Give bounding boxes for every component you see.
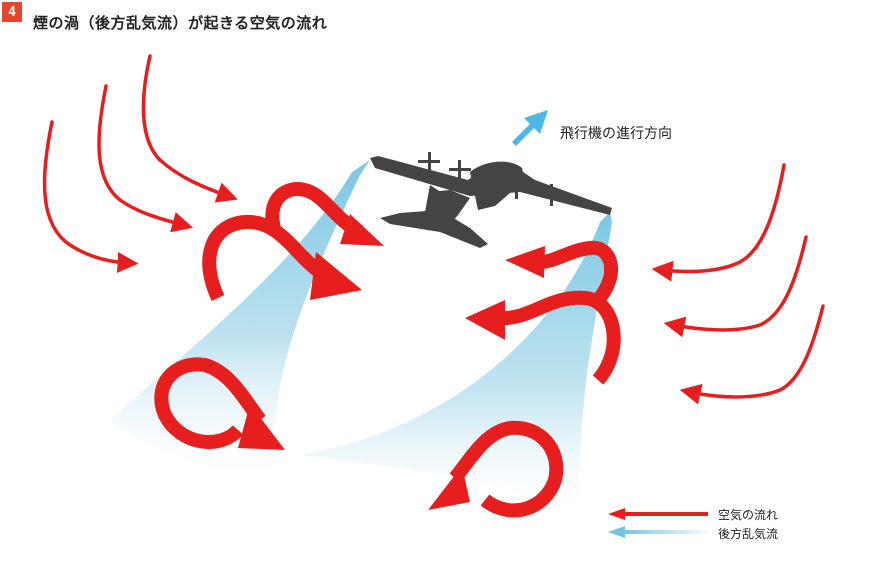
aircraft-icon	[370, 152, 612, 248]
figure-title: 煙の渦（後方乱気流）が起きる空気の流れ	[33, 14, 328, 32]
legend-blue-bar	[622, 530, 712, 534]
legend-red-arrow-icon	[608, 508, 708, 520]
vortex-arrow	[539, 240, 619, 305]
vortex-arrow	[202, 214, 325, 301]
vortex-arrow	[154, 357, 266, 449]
legend-air-flow-label: 空気の流れ	[718, 508, 779, 522]
vortex-arrow	[265, 182, 364, 239]
arrowhead	[310, 252, 362, 300]
right-wake-cone	[300, 212, 612, 520]
air-flow-arrow	[42, 120, 139, 273]
figure-number-badge: 4	[2, 2, 22, 22]
arrowhead	[340, 214, 384, 246]
arrowhead	[505, 246, 545, 278]
left-wake-cone	[110, 160, 370, 485]
right-inflow-arrows	[651, 163, 825, 405]
air-flow-arrow	[651, 163, 786, 282]
vortex-arrows	[154, 182, 621, 518]
air-flow-arrow	[97, 84, 194, 233]
direction-arrow-icon	[512, 110, 548, 146]
air-flow-arrow	[663, 235, 808, 338]
air-flow-arrow	[679, 304, 825, 405]
direction-label: 飛行機の進行方向	[560, 126, 672, 142]
left-inflow-arrows	[42, 54, 238, 273]
arrowhead	[465, 300, 505, 340]
legend-wake-label: 後方乱気流	[718, 527, 779, 541]
arrowhead	[238, 404, 285, 450]
legend-blue-arrow-icon	[608, 526, 625, 538]
vortex-arrow	[449, 420, 564, 518]
arrowhead	[428, 466, 470, 510]
air-flow-arrow	[141, 54, 238, 203]
vortex-arrowheads	[238, 214, 545, 510]
vortex-arrow	[499, 290, 621, 385]
